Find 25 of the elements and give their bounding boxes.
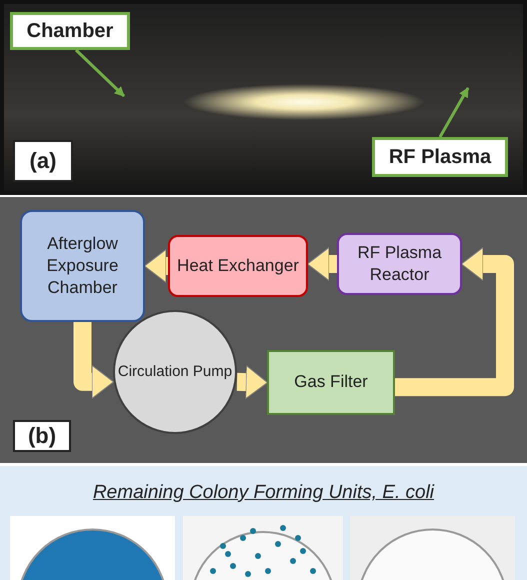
- label-text: (b): [28, 422, 56, 450]
- block-arrow: [236, 365, 268, 400]
- label-text: Chamber: [26, 19, 114, 44]
- leader-arrow: [74, 48, 126, 98]
- panel-label: [13, 140, 73, 182]
- node-text: Afterglow Exposure Chamber: [46, 232, 120, 300]
- process-box: [20, 210, 145, 322]
- process-box: [267, 350, 395, 415]
- callout-label: [10, 12, 130, 50]
- leader-arrow: [438, 87, 470, 138]
- node-text: Circulation Pump: [118, 362, 232, 382]
- photograph: [0, 0, 527, 195]
- block-arrow: [395, 247, 514, 396]
- node-text: Gas Filter: [294, 371, 368, 394]
- node-text: RF Plasma Reactor: [356, 242, 443, 286]
- panel-label: [13, 420, 71, 452]
- label-text: (a): [30, 146, 56, 175]
- block-arrow: [307, 247, 337, 281]
- block-arrow: [144, 249, 168, 283]
- process-box: [337, 233, 462, 295]
- callout-label: [372, 137, 508, 177]
- label-text: RF Plasma: [388, 145, 492, 170]
- node-text: Heat Exchanger: [177, 254, 299, 277]
- process-box: [168, 235, 308, 297]
- section-heading: Remaining Colony Forming Units, E. coli: [92, 482, 436, 504]
